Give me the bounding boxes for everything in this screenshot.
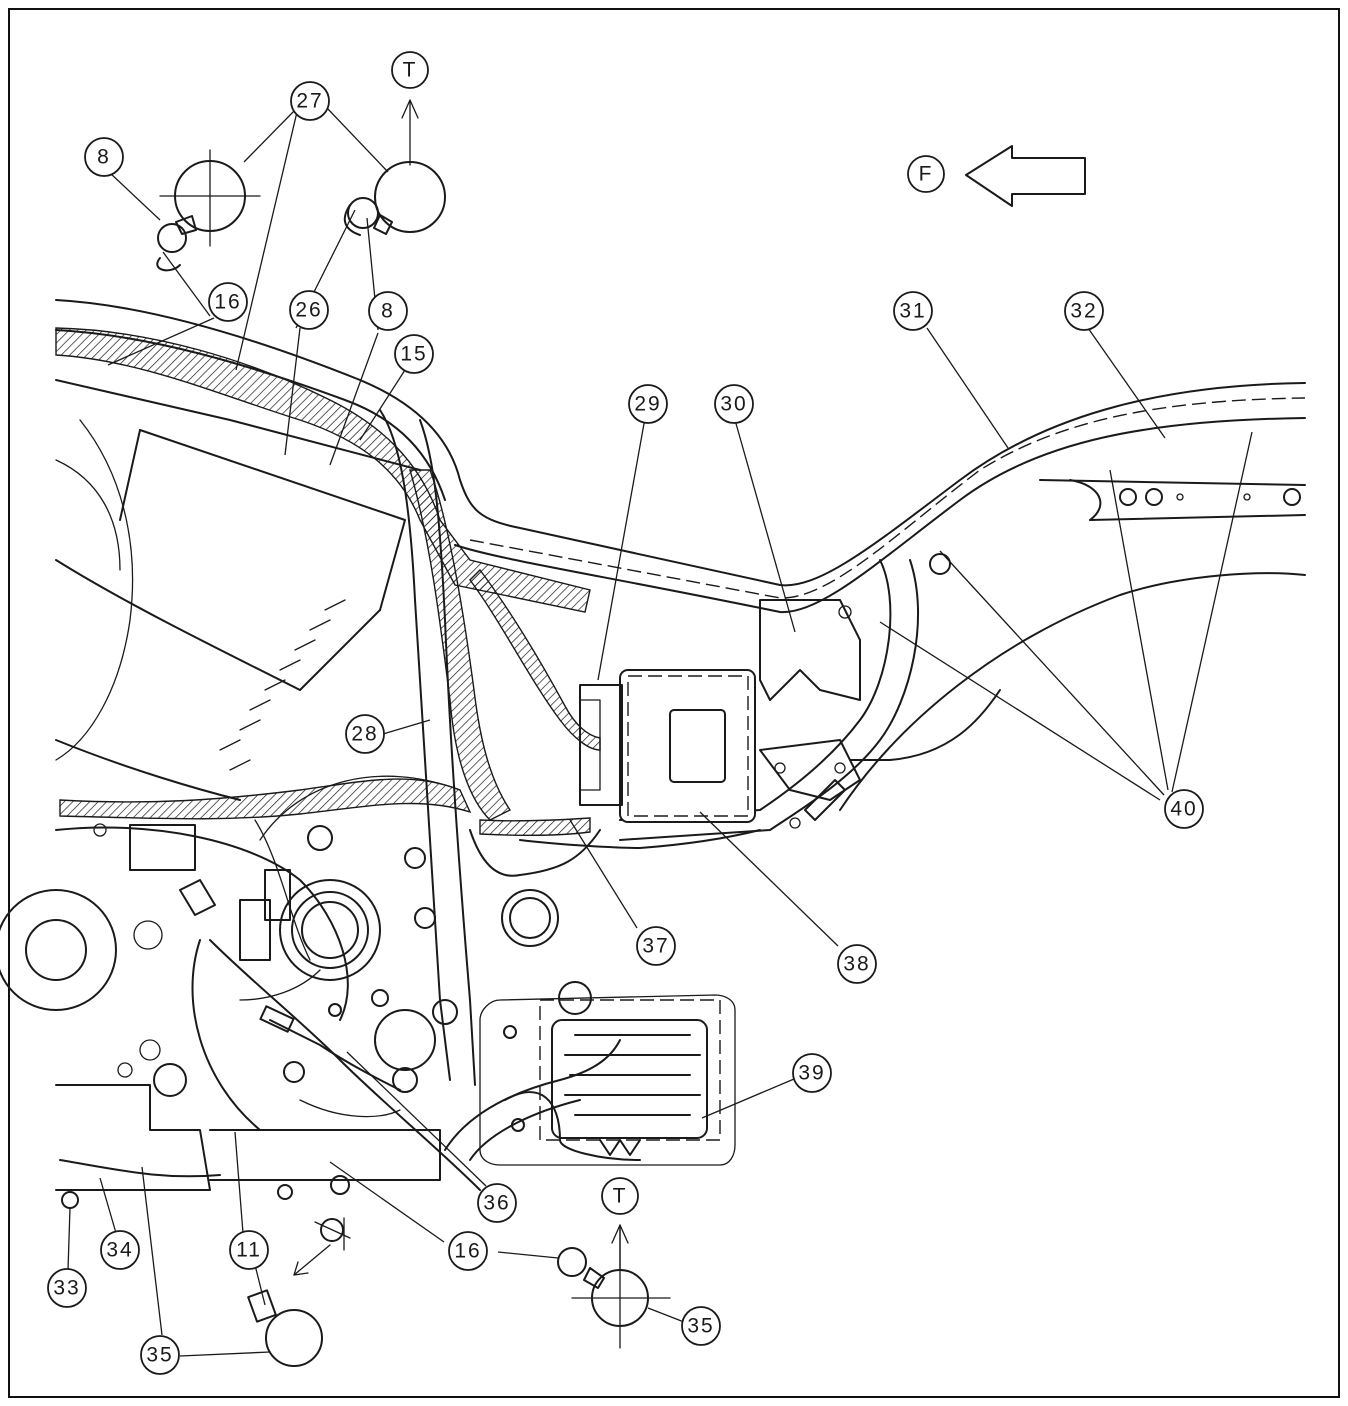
svg-text:29: 29 xyxy=(634,393,661,416)
leader-lines xyxy=(67,107,1253,1357)
motorcycle-frame-drawing xyxy=(0,299,1306,1209)
svg-text:36: 36 xyxy=(483,1192,510,1215)
callout-16: 16 xyxy=(208,282,248,322)
callout-16: 16 xyxy=(448,1231,488,1271)
svg-text:T: T xyxy=(403,59,418,82)
svg-text:37: 37 xyxy=(642,935,669,958)
up-arrow-icon xyxy=(401,99,419,166)
svg-text:T: T xyxy=(613,1185,628,1208)
callout-8: 8 xyxy=(368,291,408,331)
svg-text:16: 16 xyxy=(454,1240,481,1263)
svg-text:34: 34 xyxy=(106,1239,133,1262)
front-marker: F xyxy=(907,155,945,193)
svg-text:39: 39 xyxy=(798,1062,825,1085)
svg-text:40: 40 xyxy=(1170,798,1197,821)
callout-38: 38 xyxy=(837,944,877,984)
svg-text:28: 28 xyxy=(351,723,378,746)
diagram-frame xyxy=(8,8,1340,1398)
svg-text:32: 32 xyxy=(1070,300,1097,323)
svg-text:33: 33 xyxy=(53,1277,80,1300)
svg-text:35: 35 xyxy=(687,1315,714,1338)
svg-text:27: 27 xyxy=(296,90,323,113)
callout-34: 34 xyxy=(100,1230,140,1270)
callout-37: 37 xyxy=(636,926,676,966)
clamp-detail-right xyxy=(343,161,446,236)
top-view-marker: T xyxy=(391,51,429,89)
diagonal-arrow-icon xyxy=(293,1244,331,1276)
callout-32: 32 xyxy=(1064,291,1104,331)
callout-8: 8 xyxy=(84,137,124,177)
clamp-detail-left xyxy=(156,149,261,272)
callout-28: 28 xyxy=(345,714,385,754)
svg-text:30: 30 xyxy=(720,393,747,416)
callout-35: 35 xyxy=(140,1335,180,1375)
callout-33: 33 xyxy=(47,1268,87,1308)
callout-30: 30 xyxy=(714,384,754,424)
callout-15: 15 xyxy=(394,334,434,374)
callout-40: 40 xyxy=(1164,789,1204,829)
callout-29: 29 xyxy=(628,384,668,424)
svg-text:F: F xyxy=(919,163,934,186)
callout-11: 11 xyxy=(229,1230,269,1270)
svg-text:8: 8 xyxy=(97,146,111,169)
svg-text:15: 15 xyxy=(400,343,427,366)
callout-35: 35 xyxy=(681,1306,721,1346)
svg-text:38: 38 xyxy=(843,953,870,976)
front-arrow-icon xyxy=(965,145,1086,207)
svg-text:31: 31 xyxy=(899,300,926,323)
callout-39: 39 xyxy=(792,1053,832,1093)
svg-text:11: 11 xyxy=(236,1239,262,1262)
callout-26: 26 xyxy=(289,290,329,330)
svg-text:8: 8 xyxy=(381,300,395,323)
svg-text:26: 26 xyxy=(295,299,322,322)
callout-31: 31 xyxy=(893,291,933,331)
top-view-marker: T xyxy=(601,1177,639,1215)
svg-text:16: 16 xyxy=(214,291,241,314)
callout-27: 27 xyxy=(290,81,330,121)
callout-36: 36 xyxy=(477,1183,517,1223)
clamp-detail-bottom xyxy=(557,1224,671,1349)
up-arrow-icon xyxy=(611,1224,629,1271)
clamp-detail-bottom-left xyxy=(247,1217,351,1367)
svg-text:35: 35 xyxy=(146,1344,173,1367)
